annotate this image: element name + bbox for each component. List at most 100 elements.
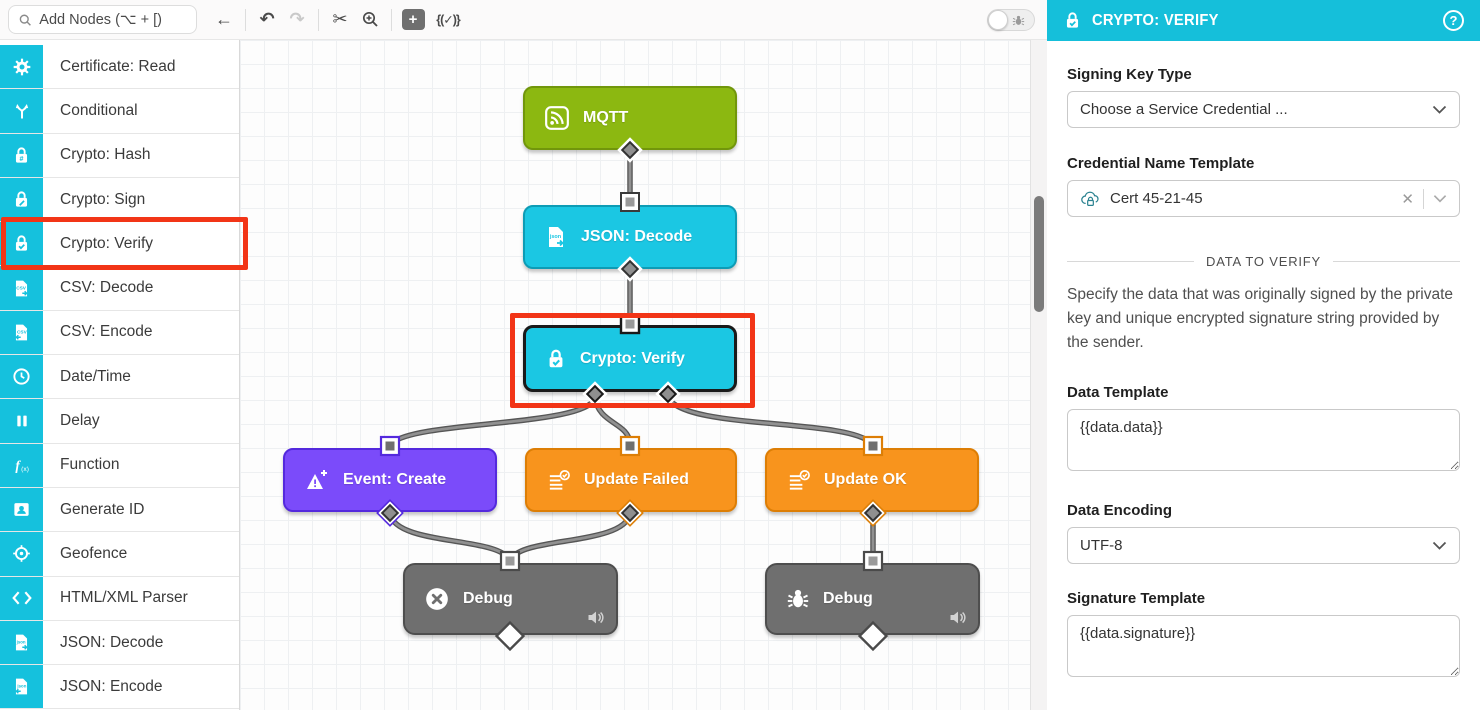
palette-item-function[interactable]: f (x) Function — [0, 443, 239, 488]
node-update-failed[interactable]: Update Failed — [525, 448, 737, 512]
canvas-scrollbar-track[interactable] — [1030, 40, 1047, 710]
node-mqtt[interactable]: MQTT — [523, 86, 737, 150]
collapse-palette-button[interactable]: ← — [215, 9, 233, 29]
node-label: MQTT — [583, 109, 629, 126]
palette-item-label: Generate ID — [60, 500, 145, 518]
svg-text:#: # — [20, 155, 24, 163]
svg-text:CSV: CSV — [17, 329, 28, 335]
toolbar: ← ↶ ↷ ✂ + {(✓)} — [0, 0, 1047, 40]
angle-brackets-icon — [0, 576, 43, 620]
data-encoding-select[interactable]: UTF-8 — [1067, 527, 1460, 565]
divider — [245, 8, 246, 31]
section-divider: DATA TO VERIFY — [1067, 254, 1461, 269]
palette-item-label: JSON: Encode — [60, 677, 163, 695]
palette-item-crypto-sign[interactable]: Crypto: Sign — [0, 177, 239, 223]
palette-item-json-encode[interactable]: json JSON: Encode — [0, 665, 239, 710]
palette-item-delay[interactable]: Delay — [0, 399, 239, 444]
section-title: DATA TO VERIFY — [1206, 254, 1321, 269]
circle-x-icon — [426, 588, 448, 610]
node-label: Debug — [463, 590, 513, 607]
workflow-canvas[interactable]: MQTT json JSON: Decode Crypto: Verify — [240, 40, 1047, 710]
palette-item-label: Crypto: Sign — [60, 190, 146, 208]
signing-key-type-value: Choose a Service Credential ... — [1080, 101, 1288, 118]
palette-item-label: CSV: Encode — [60, 323, 153, 341]
csv-file-out-icon: CSV — [0, 266, 43, 310]
palette-item-crypto-hash[interactable]: # Crypto: Hash — [0, 133, 239, 178]
credential-name-input[interactable]: Cert 45-21-45 ✕ — [1067, 180, 1460, 217]
node-crypto-verify[interactable]: Crypto: Verify — [523, 325, 737, 392]
search-input[interactable] — [39, 11, 186, 28]
bug-icon — [1012, 15, 1025, 25]
credential-name-label: Credential Name Template — [1067, 155, 1255, 172]
palette-item-label: CSV: Decode — [60, 279, 154, 297]
palette-item-json-decode[interactable]: json JSON: Decode — [0, 620, 239, 666]
palette-item-label: Geofence — [60, 544, 128, 562]
search-icon — [19, 14, 31, 26]
palette-item-date-time[interactable]: Date/Time — [0, 355, 239, 400]
bug-icon — [787, 589, 809, 608]
data-template-textarea[interactable]: {{data.data}} — [1067, 409, 1460, 472]
add-annotation-button[interactable]: + — [398, 5, 428, 35]
node-label: Crypto: Verify — [580, 349, 685, 367]
chevron-down-icon — [1432, 105, 1447, 114]
node-json-decode[interactable]: json JSON: Decode — [523, 205, 737, 269]
lock-check-icon — [549, 349, 563, 367]
node-debug-errors[interactable]: Debug — [403, 563, 618, 635]
chevron-down-icon — [1432, 541, 1447, 550]
svg-text:f: f — [15, 458, 21, 473]
csv-file-in-icon: CSV — [0, 310, 43, 355]
payload-check-button[interactable]: {(✓)} — [428, 5, 468, 35]
signature-template-label: Signature Template — [1067, 590, 1206, 608]
node-debug-bug[interactable]: Debug — [765, 563, 980, 635]
warning-plus-icon — [307, 470, 327, 489]
signature-template-textarea[interactable]: {{data.signature}} — [1067, 615, 1460, 678]
clear-icon[interactable]: ✕ — [1401, 190, 1414, 208]
palette-item-conditional[interactable]: Conditional — [0, 89, 239, 134]
certificate-read-icon — [0, 45, 43, 89]
palette-item-label: Function — [60, 456, 120, 474]
conditional-icon — [0, 89, 43, 133]
clock-icon — [0, 355, 43, 399]
device-update-icon — [789, 470, 810, 490]
node-label: Update Failed — [584, 471, 689, 488]
cloud-lock-icon — [1081, 191, 1099, 206]
node-event-create[interactable]: Event: Create — [283, 448, 497, 512]
svg-text:json: json — [16, 684, 26, 689]
palette-item-csv-decode[interactable]: CSV CSV: Decode — [0, 266, 239, 311]
zoom-icon[interactable] — [355, 5, 385, 35]
canvas-scrollbar-thumb[interactable] — [1034, 196, 1044, 312]
node-label: Event: Create — [343, 471, 447, 488]
debug-mode-toggle[interactable] — [987, 9, 1035, 31]
palette-item-label: Conditional — [60, 101, 138, 119]
redo-button[interactable]: ↷ — [289, 9, 305, 29]
palette-item-label: JSON: Decode — [60, 633, 164, 651]
svg-text:json: json — [16, 639, 26, 644]
help-icon[interactable]: ? — [1443, 10, 1464, 31]
panel-body: Signing Key Type Choose a Service Creden… — [1047, 66, 1480, 682]
add-nodes-search[interactable] — [8, 5, 197, 34]
palette-item-label: Crypto: Verify — [60, 234, 154, 252]
divider — [1423, 188, 1424, 209]
palette-item-geofence[interactable]: Geofence — [0, 532, 239, 577]
palette-item-label: Certificate: Read — [60, 57, 176, 75]
signing-key-type-select[interactable]: Choose a Service Credential ... — [1067, 91, 1460, 128]
svg-text:(x): (x) — [21, 466, 29, 473]
palette-item-crypto-verify[interactable]: Crypto: Verify — [0, 222, 239, 267]
json-file-icon: json — [549, 227, 564, 247]
chevron-down-icon[interactable] — [1433, 194, 1447, 203]
palette-item-label: Crypto: Hash — [60, 146, 151, 164]
cut-icon[interactable]: ✂ — [332, 9, 348, 29]
undo-button[interactable]: ↶ — [259, 9, 275, 29]
node-update-ok[interactable]: Update OK — [765, 448, 979, 512]
palette-item-generate-id[interactable]: Generate ID — [0, 487, 239, 533]
palette-item-html-xml-parser[interactable]: HTML/XML Parser — [0, 576, 239, 621]
palette-item-certificate-read[interactable]: Certificate: Read — [0, 45, 239, 90]
speaker-icon[interactable] — [586, 609, 606, 626]
palette-item-label: HTML/XML Parser — [60, 589, 188, 607]
pause-icon — [0, 399, 43, 443]
divider-line — [1333, 261, 1461, 262]
speaker-icon[interactable] — [948, 609, 968, 626]
palette-item-csv-encode[interactable]: CSV CSV: Encode — [0, 310, 239, 356]
credential-name-value: Cert 45-21-45 — [1110, 190, 1203, 207]
